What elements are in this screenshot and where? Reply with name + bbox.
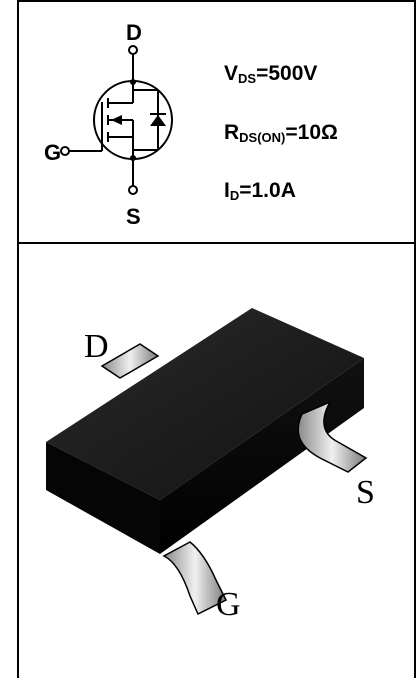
lead-s bbox=[297, 400, 368, 473]
package-label-g: G bbox=[216, 586, 241, 623]
spec-id: ID=1.0A bbox=[224, 179, 296, 203]
pin-d-label: D bbox=[126, 20, 142, 45]
package-body-front bbox=[46, 442, 160, 554]
spec-vds: VDS=500V bbox=[224, 62, 318, 86]
package-panel bbox=[17, 242, 416, 678]
lead-g bbox=[162, 541, 228, 616]
symbol-panel bbox=[17, 0, 416, 244]
package-label-d: D bbox=[84, 328, 109, 365]
package-body-side bbox=[160, 358, 364, 554]
sot23-package-illustration bbox=[46, 308, 368, 616]
package-body-top bbox=[46, 308, 364, 500]
spec-rds-on: RDS(ON)=10Ω bbox=[224, 121, 338, 145]
pin-g-label: G bbox=[44, 140, 62, 165]
pin-s-label: S bbox=[126, 204, 141, 229]
package-label-s: S bbox=[356, 474, 375, 511]
lead-d bbox=[100, 343, 160, 379]
mosfet-symbol bbox=[60, 45, 173, 195]
